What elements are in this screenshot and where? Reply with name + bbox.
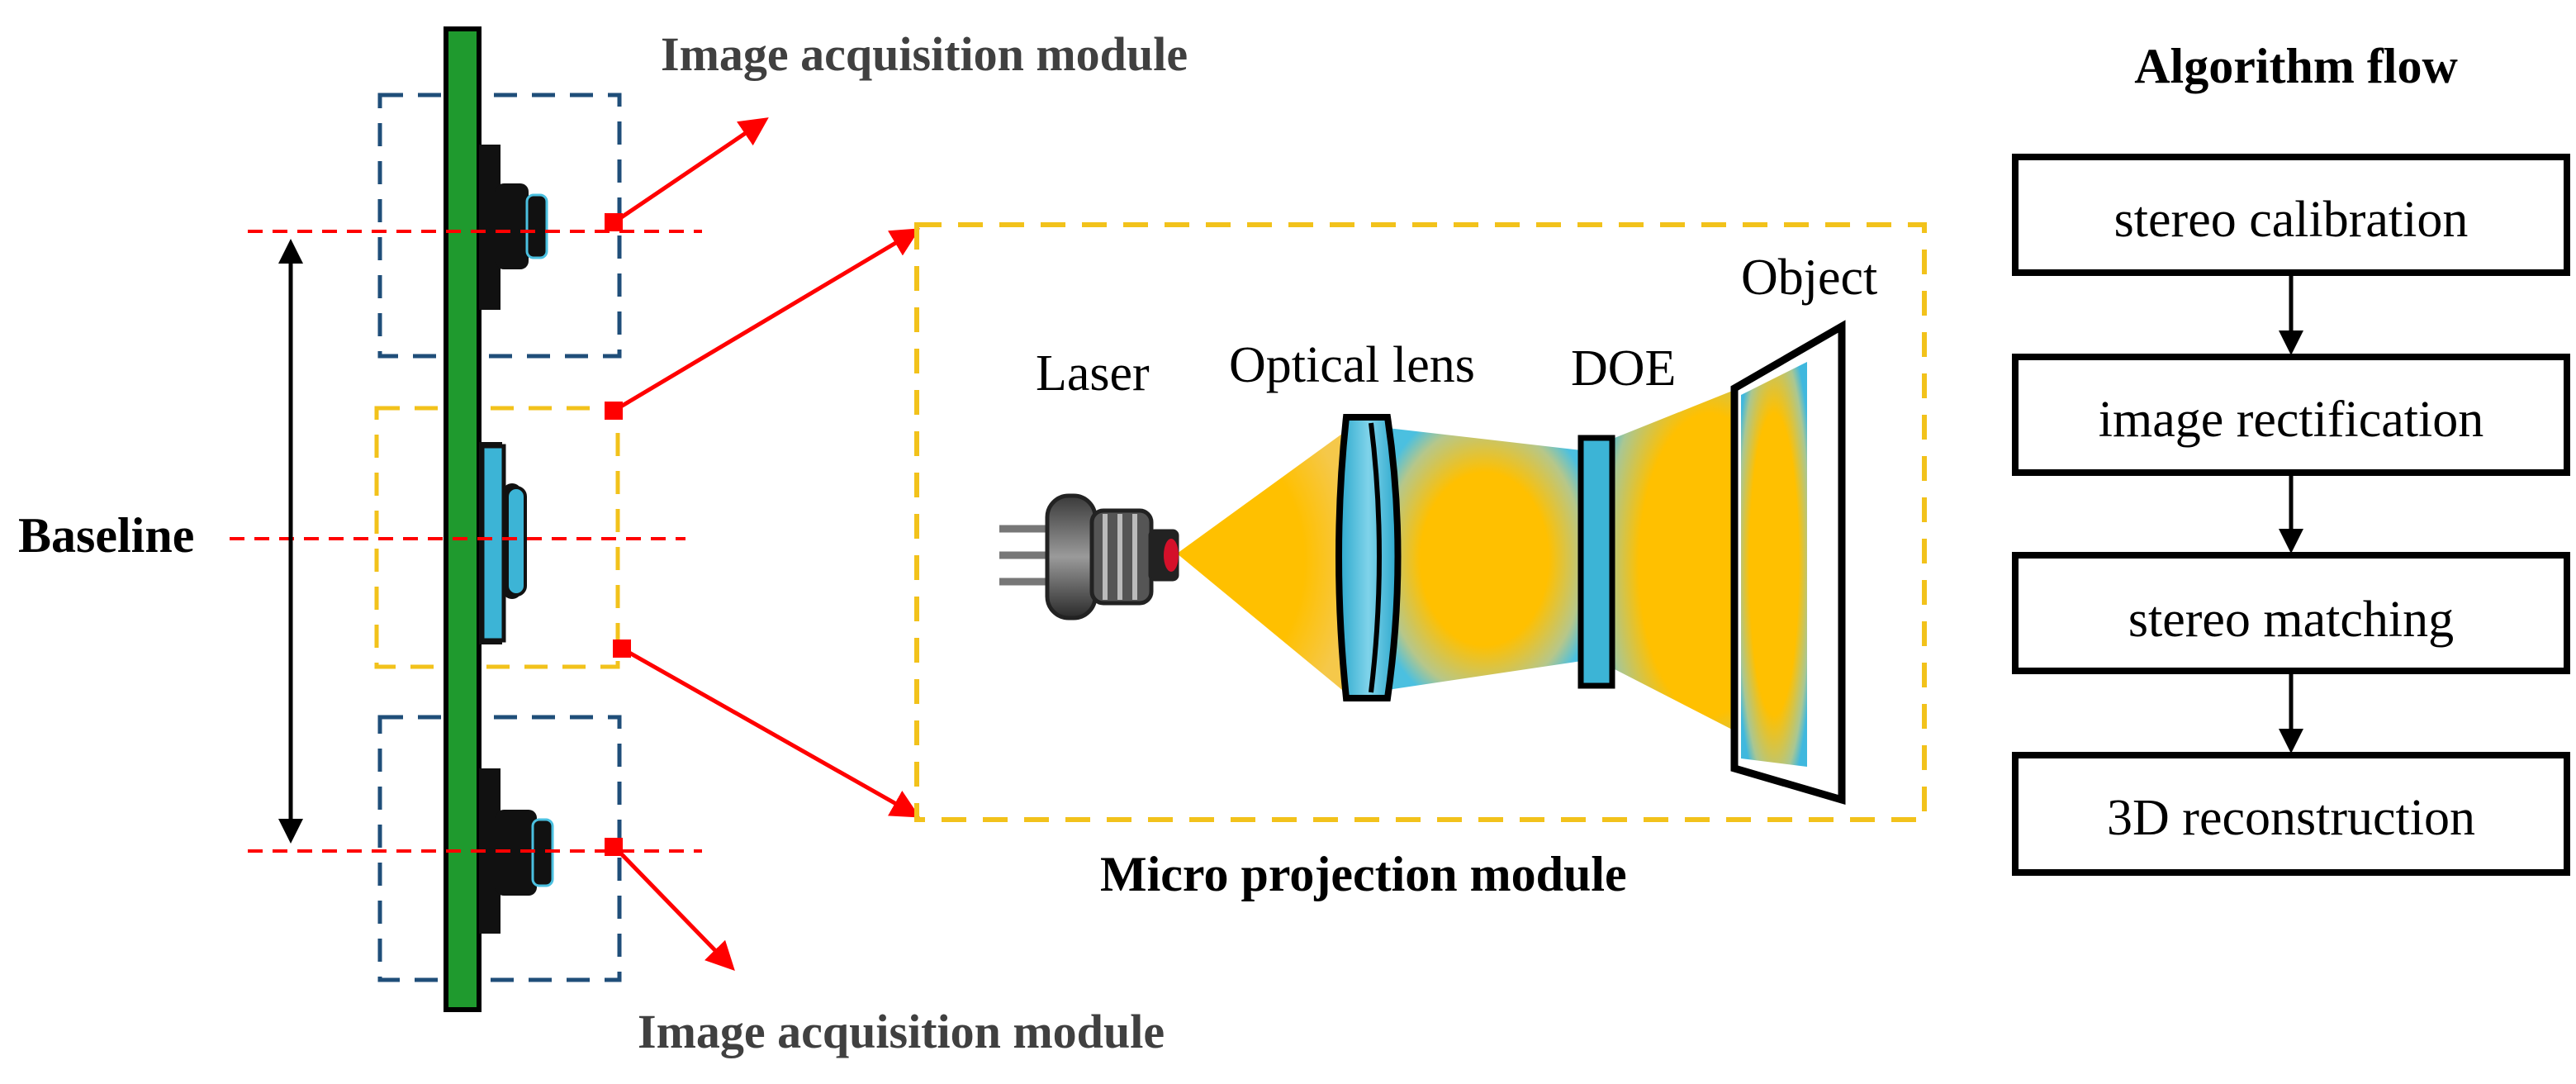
flow-step-box bbox=[2012, 752, 2570, 876]
algorithm-title: Algorithm flow bbox=[2134, 39, 2458, 93]
pointer-arrow-bottom bbox=[614, 846, 735, 972]
flow-step-label: stereo matching bbox=[2128, 592, 2454, 648]
beam-laser-to-lens bbox=[1177, 434, 1342, 690]
flow-step-label: image rectification bbox=[2099, 392, 2483, 448]
flow-step-box bbox=[2012, 354, 2570, 476]
top-camera-box bbox=[377, 93, 622, 359]
doe-element bbox=[1577, 435, 1615, 689]
pointer-arrow-proj-lower bbox=[622, 647, 921, 818]
projection-module-label: Micro projection module bbox=[1100, 847, 1627, 901]
flow-step: 3D reconstruction bbox=[2012, 752, 2570, 876]
top-camera bbox=[479, 145, 548, 310]
top-module-label: Image acquisition module bbox=[661, 27, 1188, 81]
beam-lens-to-doe bbox=[1388, 428, 1582, 690]
circuit-board bbox=[444, 26, 482, 1012]
baseline-label: Baseline bbox=[18, 508, 194, 563]
flow-step: stereo matching bbox=[2012, 552, 2570, 674]
pointer-arrow-proj-upper bbox=[614, 228, 921, 412]
bottom-camera bbox=[479, 768, 554, 934]
projection-module: Laser Optical lens DOE Object Micro proj… bbox=[914, 222, 1927, 901]
projection-module-box bbox=[914, 222, 1927, 822]
object-screen bbox=[1730, 320, 1846, 806]
flow-step-label: stereo calibration bbox=[2114, 192, 2469, 248]
laser-label: Laser bbox=[1036, 345, 1150, 402]
pointer-dot-mid-upper bbox=[605, 402, 623, 420]
flow-step: image rectification bbox=[2012, 354, 2570, 476]
pointer-dot-mid-lower bbox=[613, 639, 631, 658]
bottom-camera-box bbox=[377, 715, 622, 982]
bottom-module-label: Image acquisition module bbox=[638, 1005, 1165, 1058]
camera-rig: Image acquisition module Image acquisiti… bbox=[18, 26, 1188, 1058]
laser-diode bbox=[999, 493, 1179, 620]
doe-label: DOE bbox=[1571, 340, 1676, 397]
flow-step-box bbox=[2012, 552, 2570, 674]
board-projector bbox=[479, 442, 527, 644]
flow-step: stereo calibration bbox=[2012, 154, 2570, 276]
pointer-arrow-top bbox=[614, 117, 769, 224]
optical-lens-label: Optical lens bbox=[1229, 337, 1475, 393]
flow-step-label: 3D reconstruction bbox=[2107, 790, 2475, 846]
optical-lens bbox=[1335, 414, 1402, 701]
object-label: Object bbox=[1741, 250, 1877, 306]
algorithm-flow: Algorithm flow stereo calibration image … bbox=[2012, 39, 2570, 876]
projector-mini-box bbox=[374, 406, 620, 669]
flow-step-box bbox=[2012, 154, 2570, 276]
